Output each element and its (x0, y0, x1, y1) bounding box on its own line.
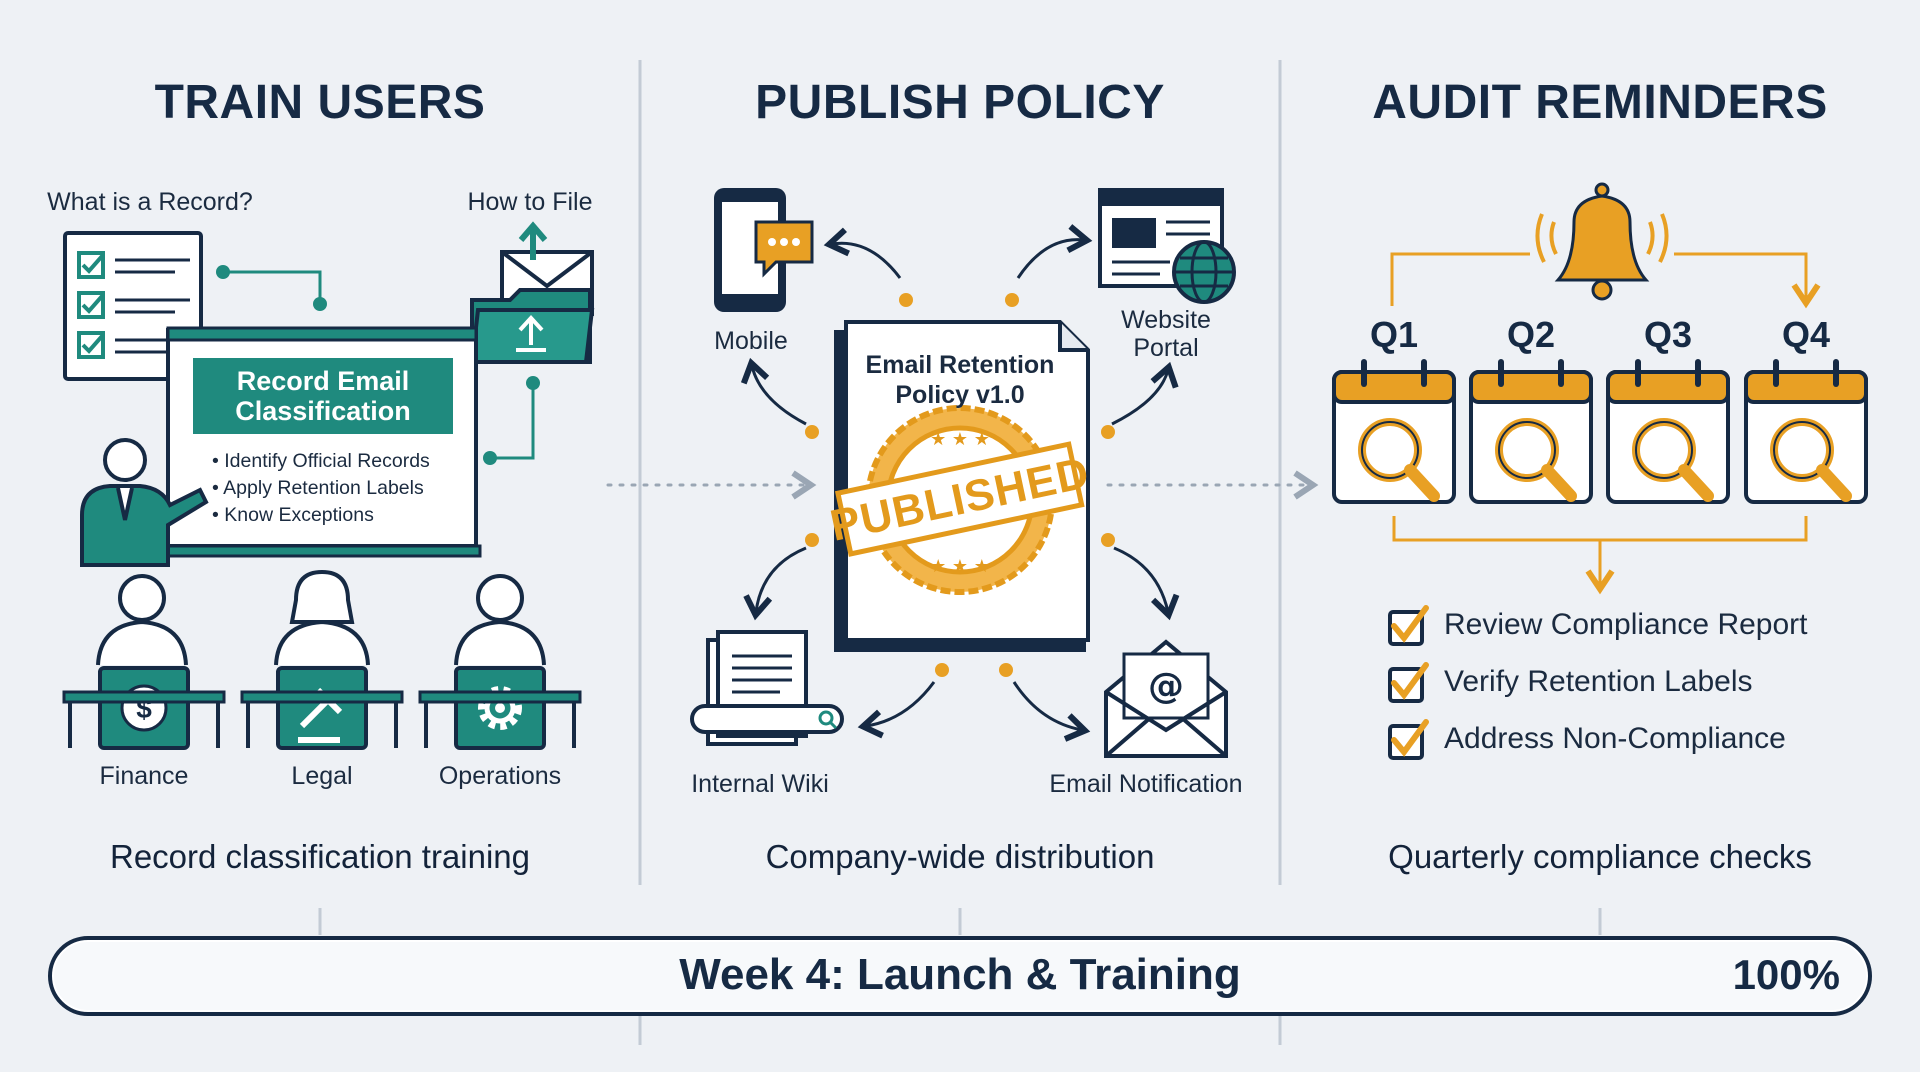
connector-line (1392, 516, 1808, 586)
svg-text:@: @ (1148, 666, 1184, 707)
calendar-magnifier-icon (1606, 359, 1730, 504)
caption-train: Record classification training (109, 838, 531, 875)
channel-label-mobile: Mobile (714, 327, 788, 355)
audience-legal (240, 569, 404, 750)
desk-label-legal: Legal (291, 762, 353, 790)
check-item-label-3: Address Non-Compliance (1444, 722, 1786, 755)
mobile-icon (714, 188, 814, 312)
desk-label-operations: Operations (438, 762, 562, 790)
board-title-line-1: Record Email (236, 366, 410, 396)
check-item-label-1: Review Compliance Report (1444, 608, 1808, 641)
policy-document-title: Email Retention Policy v1.0 (866, 350, 1055, 410)
calendar-magnifier-icon (1332, 359, 1456, 504)
audience-operations (418, 574, 582, 750)
calendar-magnifier-icon (1469, 359, 1593, 504)
audience-finance: $ (62, 574, 226, 750)
connector-line (1390, 252, 1530, 306)
bullet-item: • Apply Retention Labels (212, 477, 424, 499)
presenter-figure (80, 438, 209, 567)
doc-title-line-2: Policy v1.0 (895, 381, 1025, 409)
quarter-label-2: Q2 (1506, 314, 1556, 355)
section-title-audit: AUDIT REMINDERS (1372, 76, 1828, 129)
caption-publish: Company-wide distribution (765, 838, 1155, 875)
quarter-label-3: Q3 (1643, 314, 1693, 355)
website-icon (1098, 188, 1236, 304)
board-title-line-2: Classification (235, 396, 411, 426)
bell-icon (1535, 182, 1669, 301)
desk-label-finance: Finance (99, 762, 189, 790)
svg-text:★ ★ ★: ★ ★ ★ (930, 556, 990, 577)
folder-envelope-icon (469, 221, 595, 364)
bullet-item: • Identify Official Records (212, 450, 430, 472)
channel-label-website: Website Portal (1121, 306, 1211, 362)
doc-title-line-1: Email Retention (865, 351, 1055, 379)
section-title-train: TRAIN USERS (154, 76, 486, 129)
connector-dots (805, 293, 1115, 677)
svg-text:★ ★ ★: ★ ★ ★ (930, 429, 990, 450)
quarter-label-4: Q4 (1781, 314, 1831, 355)
section-title-publish: PUBLISH POLICY (755, 76, 1165, 129)
progress-fill (54, 942, 1866, 1010)
checkbox-checked (1388, 662, 1429, 703)
quarter-label-1: Q1 (1369, 314, 1419, 355)
published-stamp: ★ ★ ★ ★ ★ ★ (834, 405, 1085, 595)
progress-percent: 100% (1732, 951, 1840, 998)
label-what-is-record: What is a Record? (47, 188, 253, 216)
bullet-item: • Know Exceptions (212, 504, 374, 526)
connector-line (1674, 252, 1821, 309)
wiki-icon (690, 630, 844, 746)
progress-label: Week 4: Launch & Training (679, 950, 1241, 999)
connector-line (223, 270, 322, 300)
email-notification-icon: @ (1104, 639, 1228, 758)
checkbox-checked (1388, 605, 1429, 646)
channel-label-email: Email Notification (1049, 770, 1243, 798)
label-how-to-file: How to File (467, 188, 593, 216)
channel-label-wiki: Internal Wiki (691, 770, 829, 798)
connector-line (492, 383, 535, 460)
caption-audit: Quarterly compliance checks (1388, 838, 1812, 875)
checkbox-checked (1388, 719, 1429, 760)
board-title: Record Email Classification (193, 358, 453, 434)
calendar-magnifier-icon (1744, 359, 1868, 504)
check-item-label-2: Verify Retention Labels (1444, 665, 1753, 698)
